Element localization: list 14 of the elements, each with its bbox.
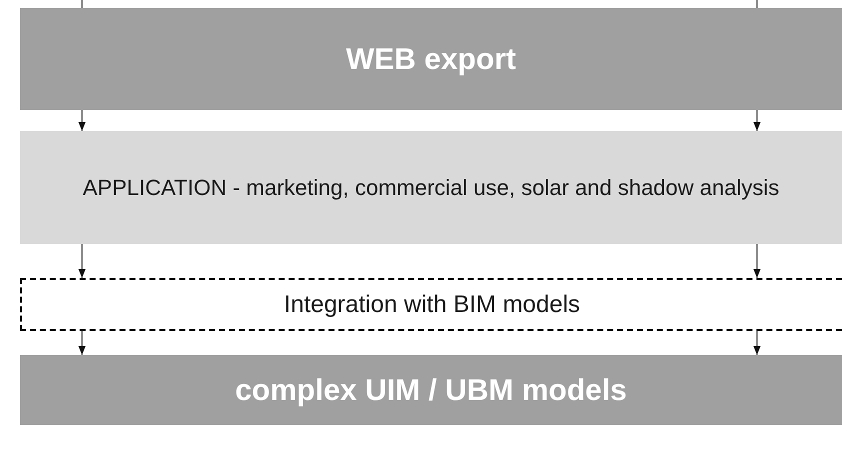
stage-band [20,8,842,110]
stage-band [20,355,842,425]
stage-label: APPLICATION - marketing, commercial use, solar and shadow analysis [82,174,780,202]
arrow [753,244,761,278]
arrow [753,110,761,132]
stage-label: Integration with BIM models [284,290,580,320]
arrow [78,110,86,132]
arrow [78,330,86,356]
stage-label: WEB export [346,42,516,78]
stage-band [20,131,842,244]
arrow [78,244,86,278]
stage-label: complex UIM / UBM models [235,372,627,408]
arrow [753,330,761,356]
dashed-stage-box [20,278,842,331]
